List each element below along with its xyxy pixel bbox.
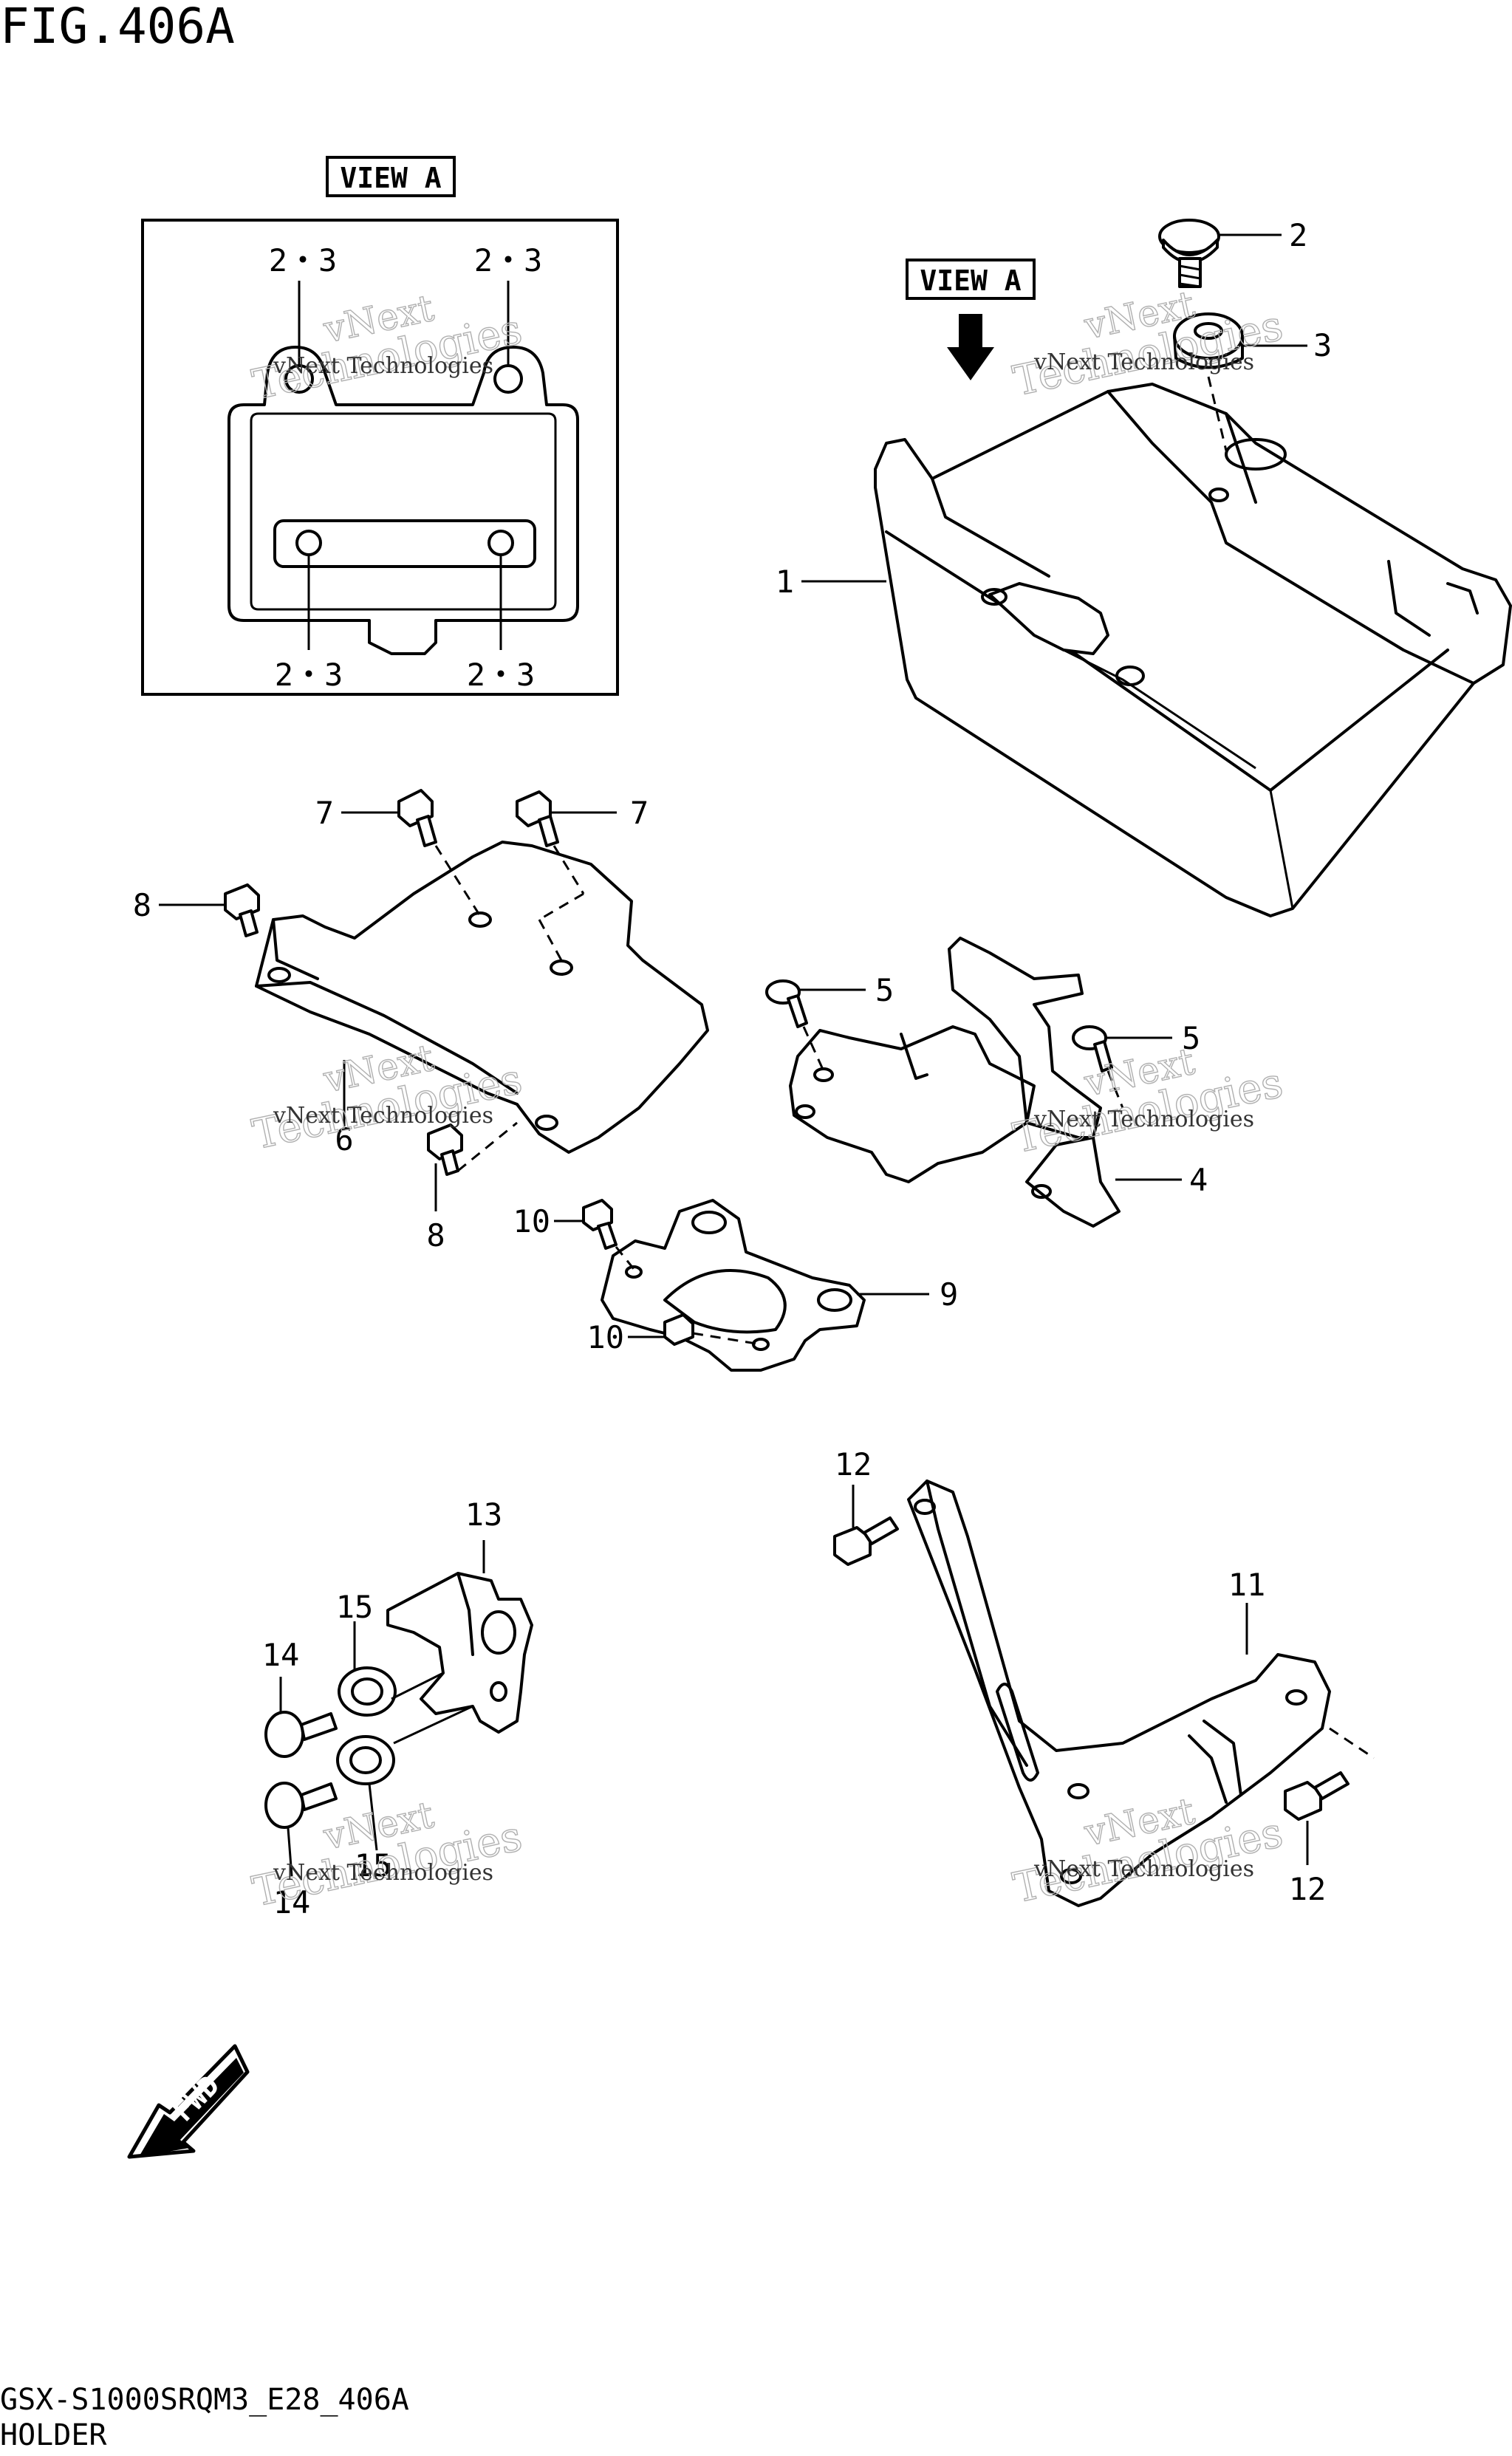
part-15-collar-a: 15	[336, 1589, 444, 1717]
callout-4: 4	[1189, 1162, 1208, 1198]
view-a-arrow-icon	[947, 314, 994, 380]
part-2-screw: 2	[1158, 217, 1307, 288]
figure-title: FIG.406A	[0, 0, 235, 55]
model-code: GSX-S1000SRQM3_E28_406A	[0, 2383, 409, 2417]
inset-frame	[141, 219, 619, 696]
svg-text:vNext Technologies: vNext Technologies	[1033, 1856, 1254, 1882]
part-8-bolt-a: 8	[133, 883, 260, 937]
inset-holder-inner	[250, 412, 557, 611]
callout-15a: 15	[336, 1589, 374, 1625]
callout-12a: 12	[835, 1446, 872, 1482]
callout-11: 11	[1228, 1567, 1266, 1603]
callout-15b: 15	[355, 1847, 392, 1884]
part-14-bolt-a: 14	[262, 1637, 338, 1758]
part-1-battery-holder: VIEW A 1 2	[776, 217, 1512, 917]
callout-5a: 5	[875, 972, 894, 1008]
callout-10b: 10	[586, 1319, 624, 1355]
callout-2: 2	[1289, 217, 1307, 253]
figure-caption: HOLDER	[0, 2418, 107, 2452]
part-7-bolt-a: 7	[315, 789, 482, 917]
callout-14a: 14	[262, 1637, 300, 1673]
part-9-plate: 9	[601, 1199, 958, 1372]
callout-inset-tr: 2・3	[474, 242, 543, 278]
view-a-pointer-label: VIEW A	[920, 264, 1021, 297]
part-7-bolt-b: 7	[516, 790, 649, 961]
part-13-bracket: 13	[386, 1496, 533, 1734]
part-12-bolt-a: 12	[833, 1446, 899, 1566]
view-a-inset: VIEW A 2・3 2・3 2・3 2・3	[141, 156, 619, 696]
part-5-screw-b: 5	[1072, 1020, 1200, 1109]
callout-inset-tl: 2・3	[269, 242, 338, 278]
svg-text:vNext Technologies: vNext Technologies	[1033, 1106, 1254, 1132]
callout-9: 9	[940, 1276, 958, 1313]
part-10-bolt-a: 10	[513, 1199, 635, 1270]
callout-6: 6	[335, 1121, 353, 1157]
part-3-grommet: 3	[1173, 312, 1332, 451]
svg-text:vNext Technologies: vNext Technologies	[273, 1103, 493, 1129]
inset-hole-tr	[493, 364, 523, 394]
svg-text:vNext Technologies: vNext Technologies	[1033, 349, 1254, 375]
tray-body	[874, 383, 1512, 917]
callout-8b: 8	[426, 1217, 445, 1253]
view-a-inset-label-box	[326, 156, 456, 197]
inset-holder-outline	[228, 346, 579, 655]
callout-3: 3	[1313, 327, 1332, 363]
part-8-bolt-b: 8	[426, 1121, 518, 1253]
callout-1: 1	[776, 564, 794, 600]
callout-inset-br: 2・3	[467, 657, 536, 693]
inset-hole-br	[488, 530, 514, 556]
part-10-bolt-b: 10	[586, 1313, 762, 1355]
inset-center-slot	[273, 519, 536, 568]
part-5-screw-a: 5	[765, 972, 894, 1072]
view-a-pointer-label-box	[906, 259, 1036, 300]
part-4-bracket: 4	[789, 937, 1208, 1228]
svg-text:vNext Technologies: vNext Technologies	[273, 1860, 493, 1886]
callout-8a: 8	[133, 887, 151, 923]
part-11-stay: 11	[907, 1480, 1331, 1907]
callout-7a: 7	[315, 795, 334, 831]
part-12-bolt-b: 12	[1284, 1727, 1375, 1907]
callout-inset-bl: 2・3	[275, 657, 343, 693]
inset-hole-bl	[295, 530, 322, 556]
part-15-collar-b: 15	[336, 1705, 473, 1884]
part-14-bolt-b: 14	[264, 1782, 338, 1920]
callout-12b: 12	[1289, 1871, 1327, 1907]
callout-14b: 14	[273, 1884, 311, 1920]
svg-text:vNext Technologies: vNext Technologies	[273, 353, 493, 379]
callout-13: 13	[465, 1496, 503, 1533]
callout-10a: 10	[513, 1203, 550, 1239]
view-a-inset-label: VIEW A	[340, 162, 441, 194]
callout-5b: 5	[1182, 1020, 1200, 1056]
fwd-arrow-icon: FWD	[127, 2044, 250, 2159]
part-6-cover-plate: 6	[255, 841, 709, 1157]
callout-7b: 7	[630, 795, 649, 831]
